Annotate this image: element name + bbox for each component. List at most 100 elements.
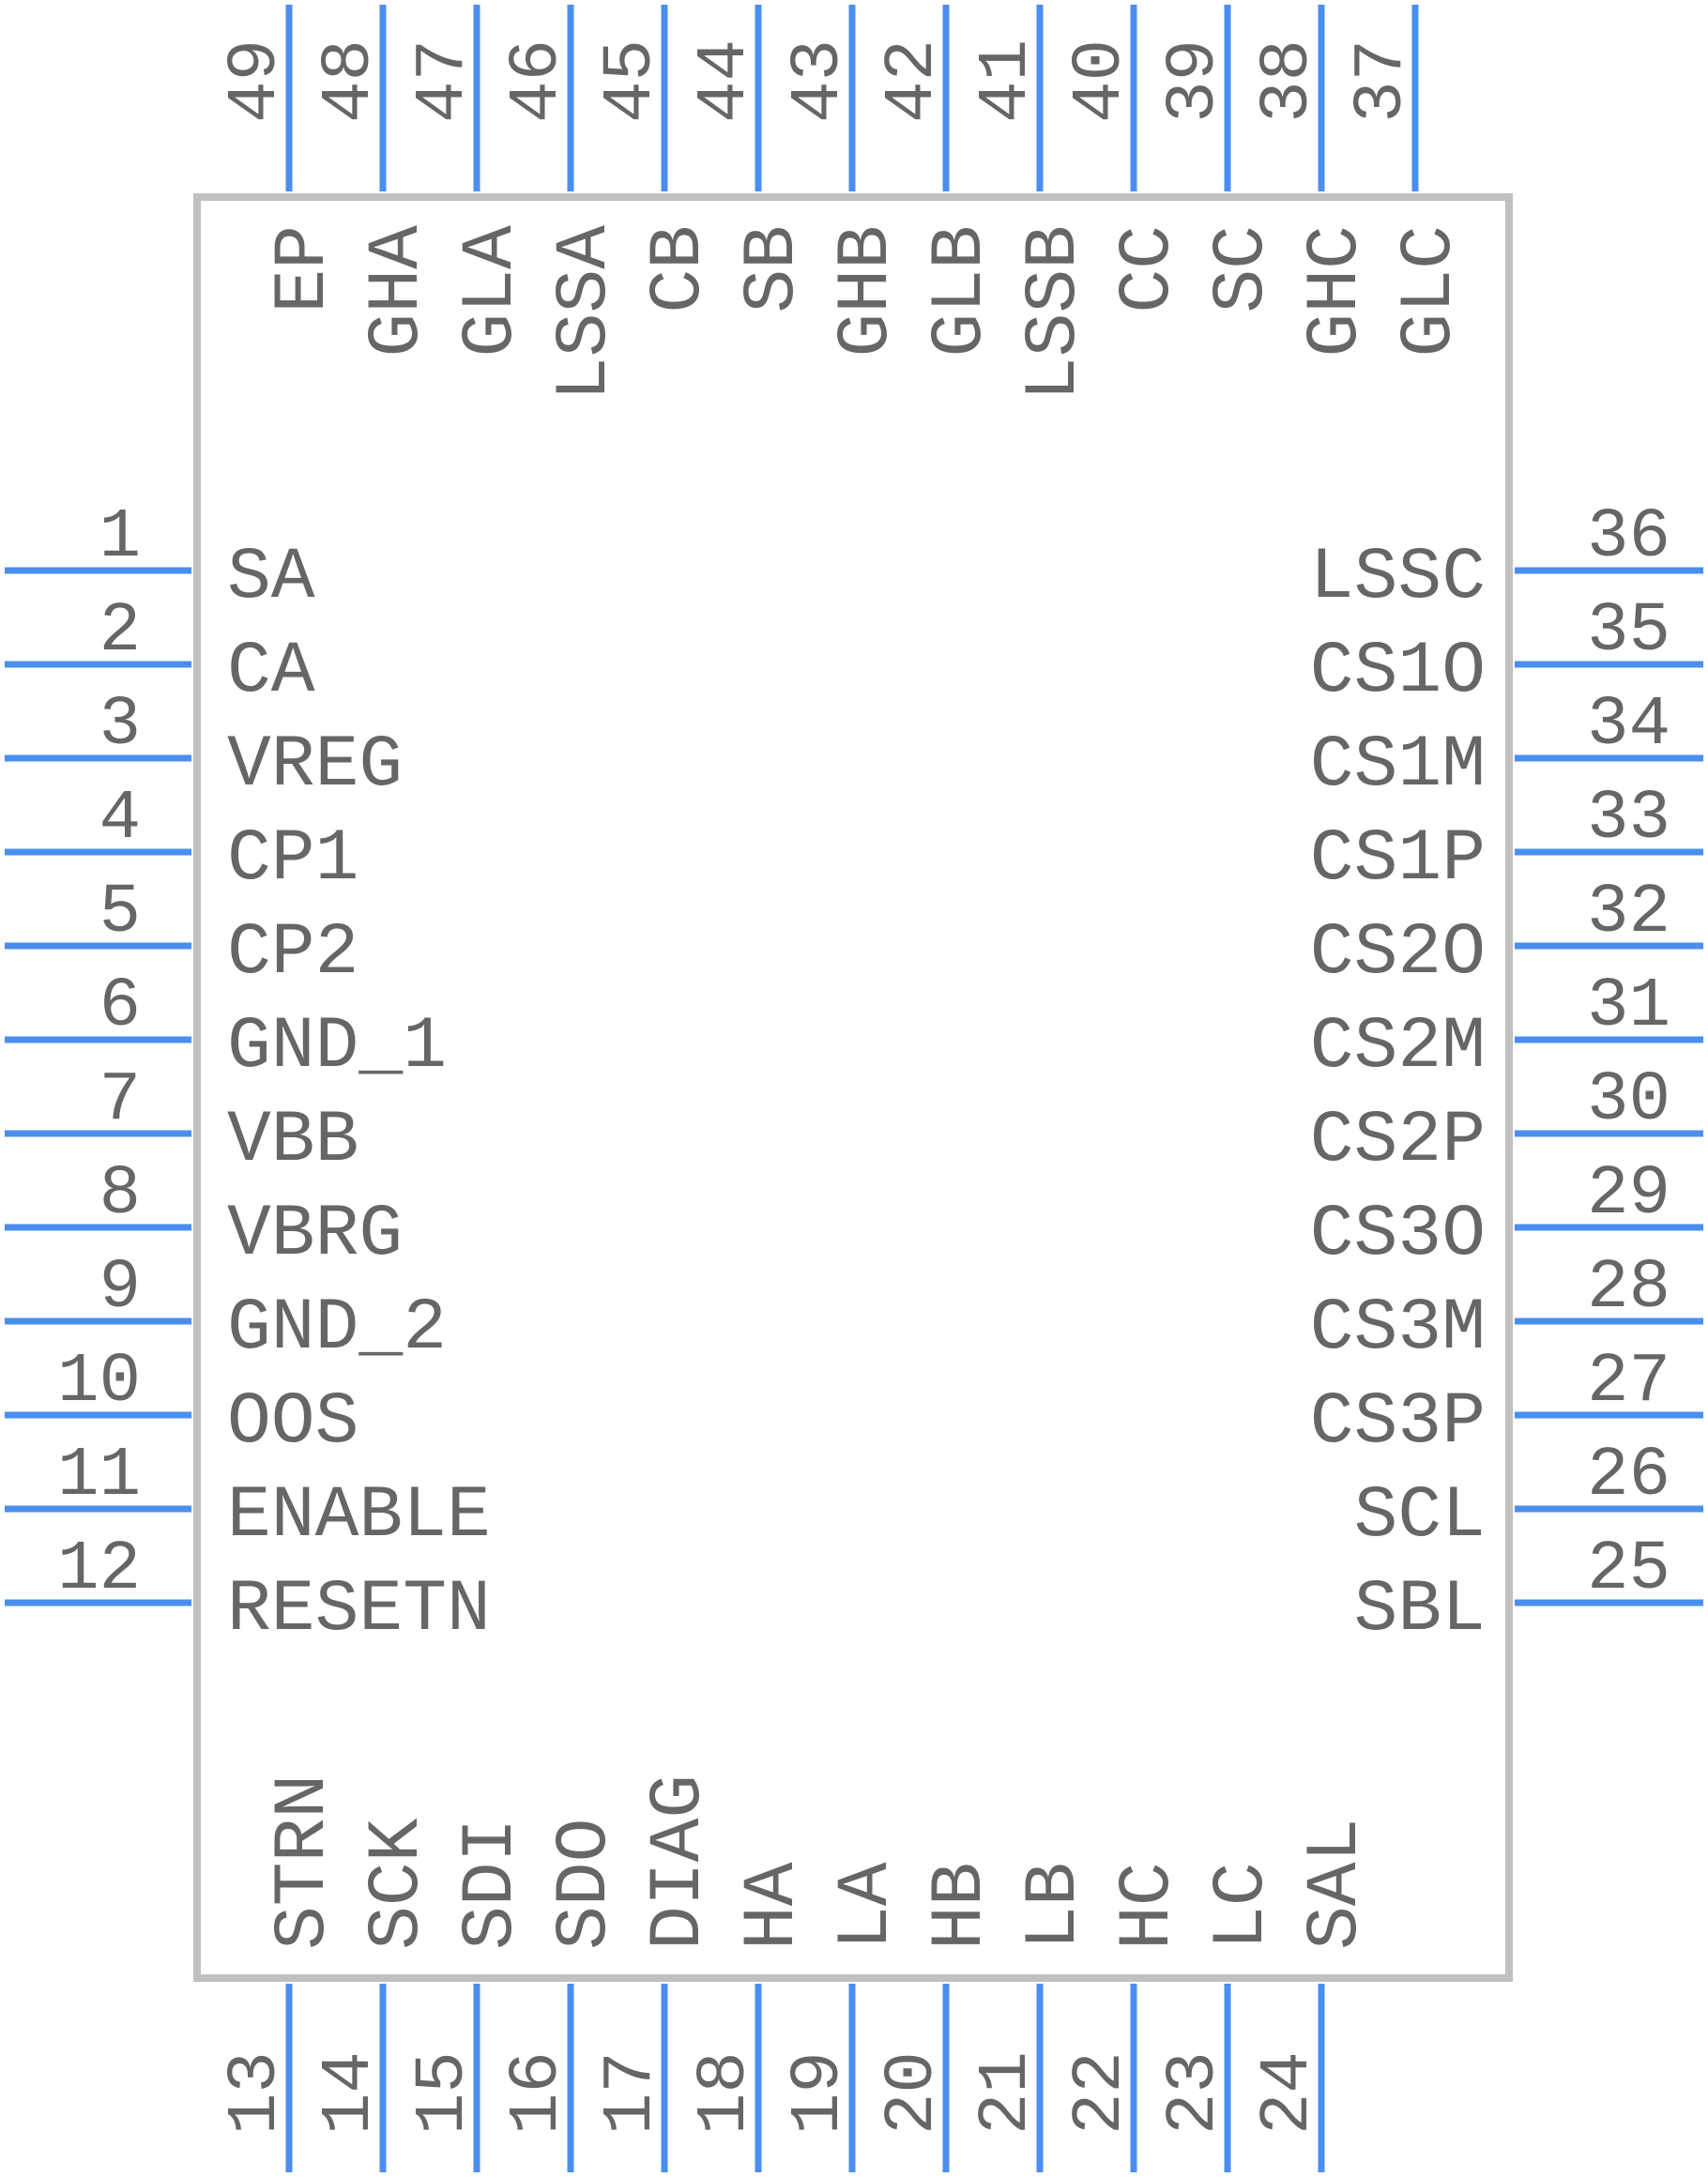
pin-name: HA xyxy=(732,1862,815,1950)
pin-name: HC xyxy=(1107,1862,1190,1950)
pin-number: 18 xyxy=(686,2051,765,2135)
pin-number: 20 xyxy=(874,2051,953,2135)
pin-number: 40 xyxy=(1061,39,1140,123)
pin-name: OOS xyxy=(227,1381,358,1464)
pin-name: CS1M xyxy=(1310,724,1486,807)
pin-name: LB xyxy=(1014,1862,1096,1950)
pin-name: VBRG xyxy=(227,1194,403,1276)
pin-number: 5 xyxy=(99,874,141,952)
pin-name: GLA xyxy=(450,225,533,358)
pin-name: ENABLE xyxy=(227,1475,491,1558)
pin-name: GHB xyxy=(826,225,908,357)
pin-name: EP xyxy=(263,225,345,313)
pin-name: LSSB xyxy=(1014,225,1096,401)
pin-name: CP1 xyxy=(227,818,358,901)
pin-number: 35 xyxy=(1587,592,1670,671)
pin-name: CS2P xyxy=(1310,1100,1486,1182)
pin-name: CS3M xyxy=(1310,1287,1486,1370)
pin-number: 14 xyxy=(311,2051,389,2135)
pin-number: 36 xyxy=(1587,498,1670,577)
pin-number: 43 xyxy=(780,39,859,123)
pin-name: CS3O xyxy=(1310,1194,1486,1276)
pin-number: 2 xyxy=(99,592,141,671)
pin-number: 29 xyxy=(1587,1155,1670,1234)
pin-number: 37 xyxy=(1343,39,1422,123)
pin-number: 19 xyxy=(780,2051,859,2135)
pin-number: 26 xyxy=(1587,1437,1670,1515)
pin-number: 4 xyxy=(99,780,141,859)
pin-number: 11 xyxy=(57,1437,141,1515)
pin-number: 28 xyxy=(1587,1249,1670,1328)
pin-name: SB xyxy=(732,225,815,313)
pin-number: 42 xyxy=(874,39,953,123)
pin-name: LSSC xyxy=(1310,537,1486,619)
pin-name: SAL xyxy=(1295,1819,1378,1950)
pin-name: CA xyxy=(227,631,315,713)
pin-name: CP2 xyxy=(227,912,358,995)
pin-name: GND_2 xyxy=(227,1287,447,1370)
pin-number: 46 xyxy=(498,39,577,123)
pin-number: 17 xyxy=(592,2051,671,2135)
pin-name: HB xyxy=(920,1862,1002,1950)
pin-number: 45 xyxy=(592,39,671,123)
pin-number: 38 xyxy=(1249,39,1328,123)
pin-number: 30 xyxy=(1587,1061,1670,1140)
pin-name: LA xyxy=(826,1862,908,1950)
pin-name: GHC xyxy=(1295,225,1378,357)
pin-name: RESETN xyxy=(227,1569,491,1652)
pin-name: CS1P xyxy=(1310,818,1486,901)
pin-name: SBL xyxy=(1354,1569,1486,1652)
pin-number: 41 xyxy=(968,39,1046,123)
pin-number: 6 xyxy=(99,967,141,1046)
pin-number: 1 xyxy=(99,498,141,577)
pin-number: 12 xyxy=(57,1530,141,1609)
pin-number: 34 xyxy=(1587,686,1670,765)
pin-name: SDO xyxy=(544,1819,627,1950)
pin-layer: 1 SA 2 CA 3 VREG 4 CP1 5 CP2 6 GND_1 7 VBB 8 VBRG 9 GND_2… xyxy=(5,5,1703,2172)
pin-number: 24 xyxy=(1249,2051,1328,2135)
pin-number: 22 xyxy=(1061,2051,1140,2135)
pin-number: 21 xyxy=(968,2051,1046,2135)
pin-name: LSSA xyxy=(544,225,627,401)
pin-number: 31 xyxy=(1587,967,1670,1046)
pin-number: 32 xyxy=(1587,874,1670,952)
pin-name: SCK xyxy=(357,1818,439,1950)
pin-name: CS2M xyxy=(1310,1006,1486,1088)
pin-name: GLB xyxy=(920,225,1002,357)
pin-number: 23 xyxy=(1155,2051,1234,2135)
pin-name: SDI xyxy=(450,1819,533,1950)
pin-name: CC xyxy=(1107,225,1190,313)
pin-number: 48 xyxy=(311,39,389,123)
pin-number: 16 xyxy=(498,2051,577,2135)
pin-number: 9 xyxy=(99,1249,141,1328)
pin-name: GLC xyxy=(1389,225,1472,357)
pin-number: 27 xyxy=(1587,1343,1670,1422)
pin-name: GHA xyxy=(357,225,439,358)
pin-name: GND_1 xyxy=(227,1006,447,1088)
pin-number: 39 xyxy=(1155,39,1234,123)
pin-number: 33 xyxy=(1587,780,1670,859)
pin-number: 44 xyxy=(686,39,765,123)
pin-number: 25 xyxy=(1587,1530,1670,1609)
pin-number: 8 xyxy=(99,1155,141,1234)
pin-number: 49 xyxy=(217,39,296,123)
pin-number: 3 xyxy=(99,686,141,765)
pin-number: 15 xyxy=(404,2051,483,2135)
pin-name: CS2O xyxy=(1310,912,1486,995)
pin-name: STRN xyxy=(263,1774,345,1950)
pin-name: SCL xyxy=(1354,1475,1486,1558)
pin-number: 13 xyxy=(217,2051,296,2135)
pin-name: LC xyxy=(1201,1862,1284,1950)
pin-name: VBB xyxy=(227,1100,358,1182)
pin-name: SC xyxy=(1201,225,1284,313)
pin-name: CS3P xyxy=(1310,1381,1486,1464)
pin-name: VREG xyxy=(227,724,403,807)
pin-name: SA xyxy=(227,537,315,619)
pin-name: DIAG xyxy=(638,1774,721,1950)
pin-name: CS1O xyxy=(1310,631,1486,713)
ic-body-outline xyxy=(193,193,1513,1982)
pin-name: CB xyxy=(638,225,721,313)
pin-number: 10 xyxy=(57,1343,141,1422)
pin-number: 7 xyxy=(99,1061,141,1140)
